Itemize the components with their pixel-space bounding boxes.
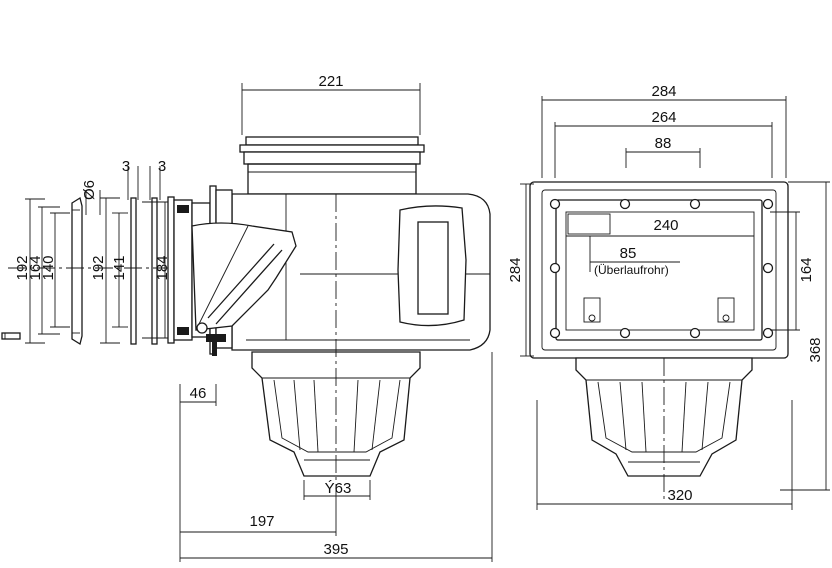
dim-264: 264 — [651, 109, 676, 126]
dim-inlet-63: Ý63 — [325, 480, 352, 497]
flange-parts: 192 164 140 Ø6 192 3 — [1, 158, 200, 346]
dim-368: 368 — [807, 337, 824, 362]
front-view: 284 264 88 240 85 (Überlaufrohr) — [507, 83, 830, 510]
dim-284-height: 284 — [507, 257, 524, 282]
screw-part — [1, 332, 21, 340]
thin-gasket-2 — [151, 197, 158, 345]
dim-diameter-6: Ø6 — [81, 180, 98, 200]
dim-85: 85 — [620, 245, 637, 262]
dim-thickness-3b: 3 — [158, 158, 166, 175]
dim-240: 240 — [653, 217, 678, 234]
overflow-pipe-label: (Überlaufrohr) — [594, 263, 669, 277]
dim-46: 46 — [190, 385, 207, 402]
dim-395: 395 — [323, 541, 348, 558]
dim-221: 221 — [318, 73, 343, 90]
screw-holes — [549, 198, 774, 339]
dim-197: 197 — [249, 513, 274, 530]
dim-88: 88 — [655, 135, 672, 152]
side-view: 221 — [167, 73, 493, 562]
thin-gasket-1 — [130, 197, 137, 345]
dim-164-front: 164 — [798, 257, 815, 282]
dim-284-width: 284 — [651, 83, 676, 100]
dim-164-flange: 164 — [27, 255, 44, 280]
dim-320: 320 — [667, 487, 692, 504]
dim-thickness-3a: 3 — [122, 158, 130, 175]
gasket-ring — [71, 196, 83, 346]
